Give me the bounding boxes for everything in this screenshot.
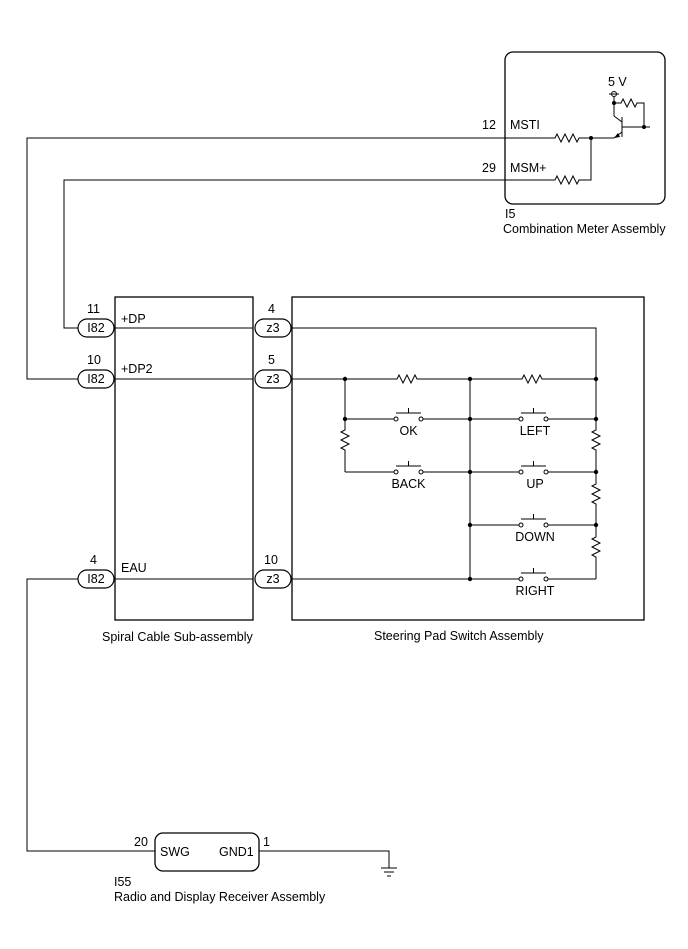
switch-contact [393,469,399,475]
steering-pad-switch-assembly: OK LEFT BACK UP DOWN [291,296,645,643]
pin-number-msti: 12 [482,118,496,132]
i82-pin-10: 10 [87,353,101,367]
radio-name: Radio and Display Receiver Assembly [114,890,326,904]
external-wiring [26,137,505,852]
wire-gnd [259,850,390,868]
combination-meter-assembly: 5 V 12 MSTI 29 MSM+ I5 Combination Meter… [482,51,666,236]
spiral-cable-box [114,296,254,621]
switch-label-back: BACK [391,477,426,491]
pin-name-msti: MSTI [510,118,540,132]
combination-meter-box [504,51,666,205]
radio-pin-gnd1: GND1 [219,845,254,859]
switch-contact [543,416,549,422]
connector-z3-label: z3 [266,321,279,335]
msti-resistor [505,132,598,144]
connector-i82-label: I82 [87,321,104,335]
radio-pin-20: 20 [134,835,148,849]
switch-contact [543,469,549,475]
pin-number-msm: 29 [482,161,496,175]
junction-dot [467,469,473,475]
switch-contact [418,416,424,422]
spiral-cable-name: Spiral Cable Sub-assembly [102,630,254,644]
switch-contact [518,522,524,528]
z3-pin-4: 4 [268,302,275,316]
resistor-icon [470,373,596,385]
spiral-cable-sub-assembly: +DP +DP2 EAU 11 I82 10 I82 4 I82 4 z3 5 … [77,296,292,644]
switch-contact [518,469,524,475]
wire-msti [26,137,505,380]
junction-dot [467,576,473,582]
radio-code: I55 [114,875,131,889]
resistor-icon [345,373,470,385]
switch-label-right: RIGHT [516,584,555,598]
wire-msm [63,179,505,329]
switch-contact [518,576,524,582]
steering-pad-box [291,296,645,621]
radio-pin-swg: SWG [160,845,190,859]
switch-contact [543,522,549,528]
signal-dp: +DP [121,312,146,326]
switch-label-ok: OK [399,424,418,438]
switch-contact [393,416,399,422]
steering-pad-name: Steering Pad Switch Assembly [374,629,544,643]
resistor-icon [339,379,351,472]
connector-z3-label: z3 [266,372,279,386]
junction-dot [467,416,473,422]
connector-i82-label: I82 [87,572,104,586]
combination-meter-name: Combination Meter Assembly [503,222,666,236]
radio-box [154,832,260,872]
pullup-resistor [614,97,645,127]
i82-pin-11: 11 [87,302,100,316]
junction-dot [467,376,473,382]
junction-dot [593,376,599,382]
wire-swg [26,578,155,852]
supply-voltage-label: 5 V [608,75,627,89]
switch-contact [418,469,424,475]
switch-label-left: LEFT [520,424,551,438]
connector-i82-label: I82 [87,372,104,386]
combination-meter-code: I5 [505,207,515,221]
switch-contact [518,416,524,422]
signal-eau: EAU [121,561,147,575]
z3-pin-5: 5 [268,353,275,367]
connector-i82-1 [77,318,115,338]
junction-dot [342,416,348,422]
junction-dot [593,522,599,528]
junction-dot [593,416,599,422]
junction-dot [342,376,348,382]
msm-resistor [505,138,592,186]
connector-i82-2 [77,369,115,389]
switch-contact [543,576,549,582]
junction-dot [467,522,473,528]
i82-pin-4: 4 [90,553,97,567]
connector-i82-3 [77,569,115,589]
junction-dot [593,469,599,475]
switch-label-up: UP [526,477,543,491]
ground-icon [381,867,397,877]
pin-name-msm: MSM+ [510,161,546,175]
connector-z3-label: z3 [266,572,279,586]
switch-label-down: DOWN [515,530,555,544]
z3-pin-10: 10 [264,553,278,567]
radio-display-receiver-assembly: 20 SWG GND1 1 I55 Radio and Display Rece… [114,832,397,904]
signal-dp2: +DP2 [121,362,153,376]
radio-pin-1: 1 [263,835,270,849]
resistor-chain [590,379,602,579]
